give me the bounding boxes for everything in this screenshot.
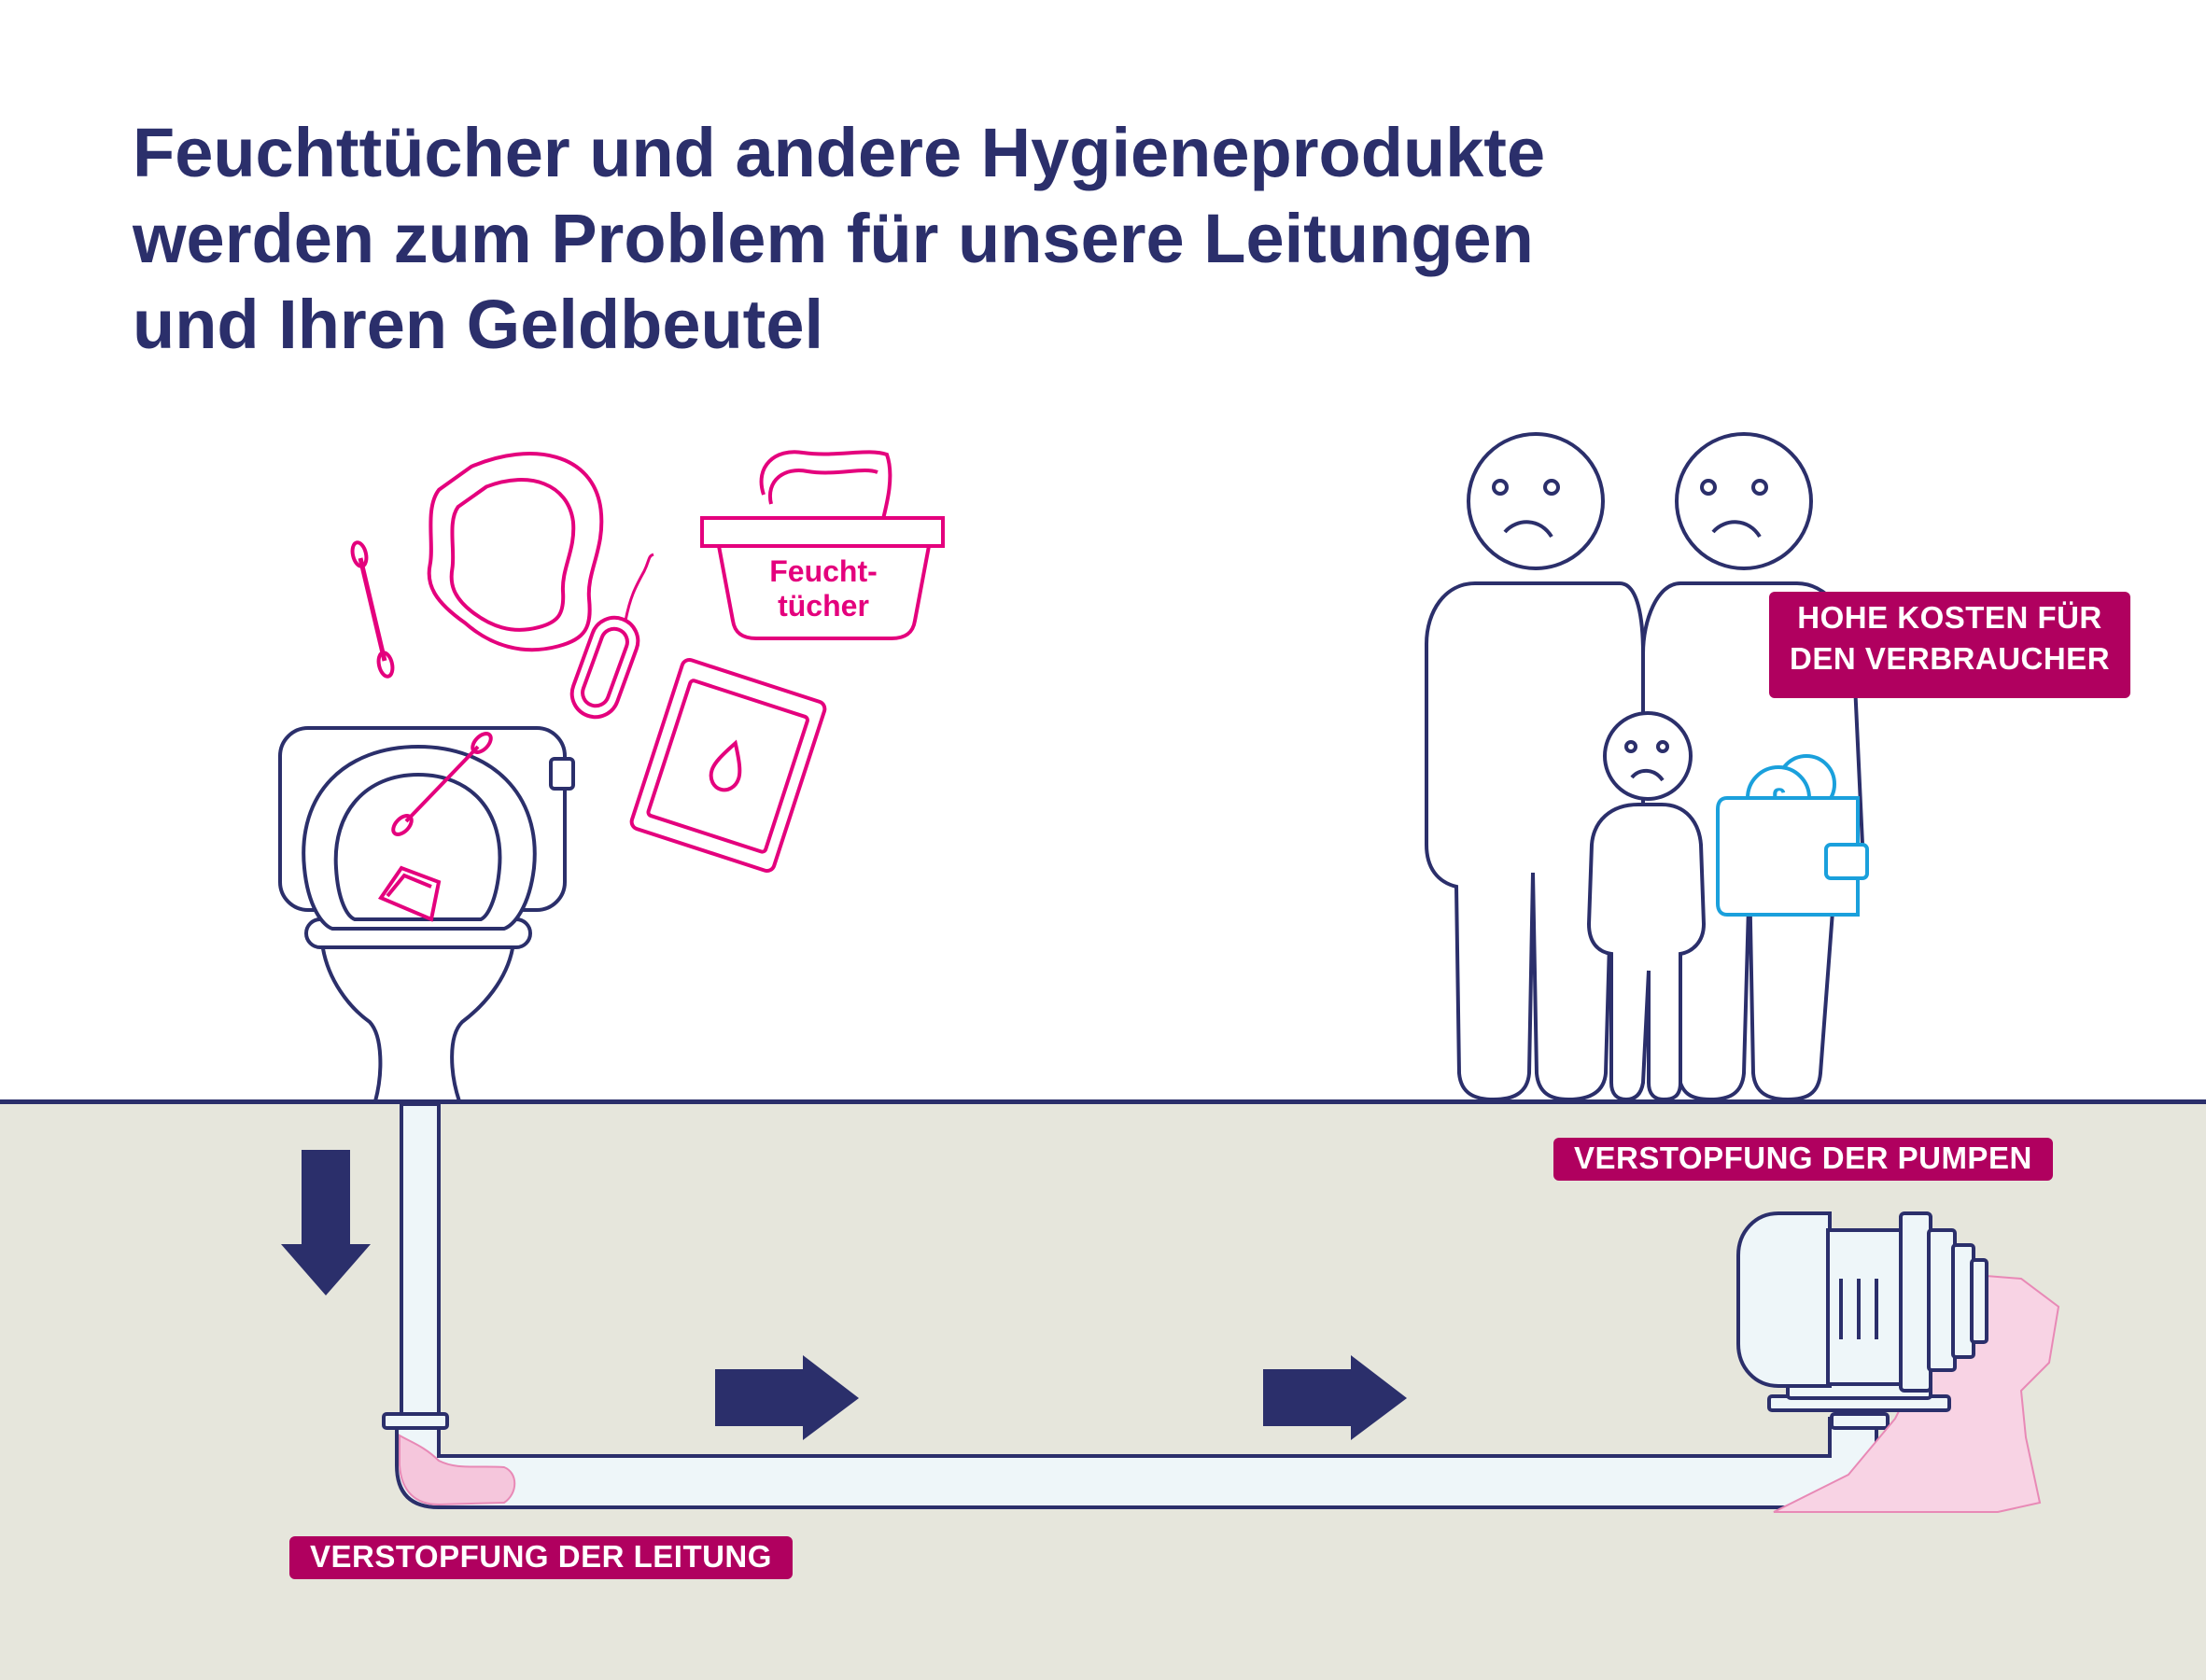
wipes-packet-icon <box>629 658 827 873</box>
cotton-swab-in-toilet-icon <box>391 732 493 836</box>
title-line-2: werden zum Problem für unsere Leitungen <box>133 200 1534 277</box>
flow-arrow-right-icon <box>715 1355 859 1440</box>
tampon-icon <box>569 553 654 720</box>
high-costs-label-line2: DEN VERBRAUCHER <box>1790 641 2111 676</box>
flow-arrow-right-icon <box>1263 1355 1407 1440</box>
pipe-clog <box>399 1434 516 1506</box>
toilet-icon <box>278 726 575 1103</box>
wallet-icon: £ <box>1716 754 1869 917</box>
adult-left-icon <box>1425 432 1645 1102</box>
ground-line <box>0 1099 2206 1104</box>
high-costs-label: HOHE KOSTEN FÜR DEN VERBRAUCHER <box>1769 592 2131 698</box>
page-title: Feuchttücher und andere Hygieneprodukte … <box>133 110 2093 368</box>
packet-in-toilet-icon <box>377 865 442 922</box>
title-line-1: Feuchttücher und andere Hygieneprodukte <box>133 114 1546 191</box>
child-icon <box>1586 711 1707 1102</box>
wipes-box-icon: Feucht- tücher <box>700 450 945 640</box>
wipes-label-line2: tücher <box>778 589 869 623</box>
pump-icon <box>1736 1211 1988 1412</box>
wipes-label-line1: Feucht- <box>769 554 878 588</box>
title-line-3: und Ihren Geldbeutel <box>133 286 824 363</box>
cotton-swab-icon <box>350 540 395 679</box>
pipe-clog-label: VERSTOPFUNG DER LEITUNG <box>289 1536 793 1579</box>
sad-face-icon <box>1492 479 1768 782</box>
sanitary-pad-icon <box>427 452 604 652</box>
flow-arrow-down-icon <box>281 1150 371 1295</box>
high-costs-label-line1: HOHE KOSTEN FÜR <box>1797 600 2102 635</box>
pump-clog-label: VERSTOPFUNG DER PUMPEN <box>1553 1138 2053 1181</box>
